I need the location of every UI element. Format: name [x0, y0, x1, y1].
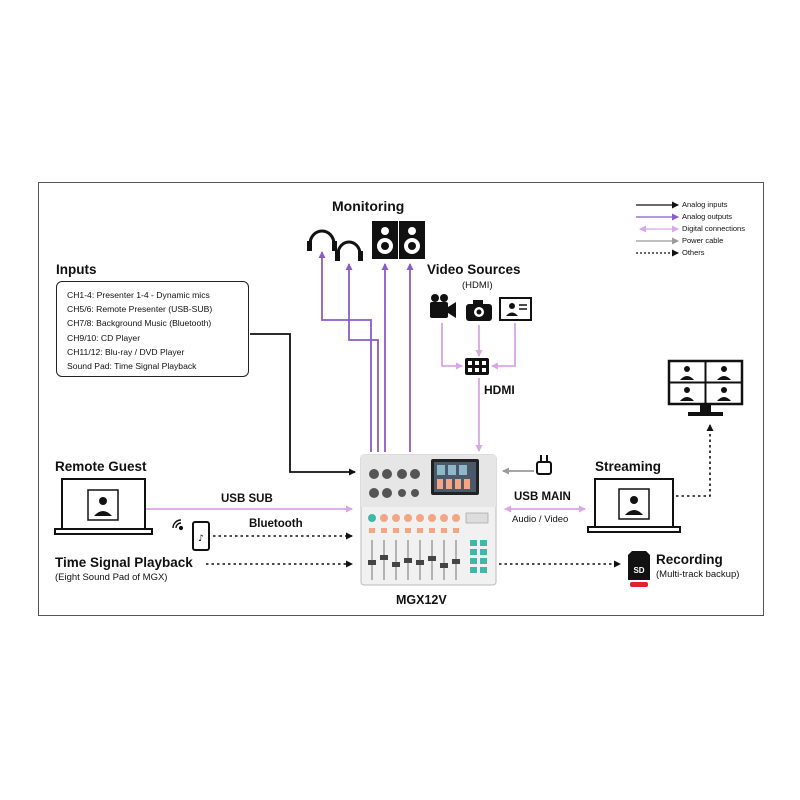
presentation-screen-icon	[499, 297, 532, 321]
legend-power-cable: Power cable	[682, 236, 724, 245]
power-adapter-icon	[536, 455, 552, 475]
analog-output-lines	[318, 251, 414, 452]
monitoring-heading: Monitoring	[332, 198, 405, 214]
sd-card-icon: SD	[628, 551, 650, 587]
speaker-icon	[372, 221, 398, 259]
time-signal-subtitle: (Eight Sound Pad of MGX)	[55, 572, 168, 583]
diagram-frame	[38, 182, 764, 616]
streaming-output-line	[676, 424, 714, 497]
headphones-icon	[307, 229, 337, 251]
laptop-icon	[587, 478, 681, 533]
speaker-icon	[399, 221, 425, 259]
bluetooth-label: Bluetooth	[249, 518, 303, 530]
mixer-label: MGX12V	[396, 593, 447, 607]
sd-card-label: SD	[633, 566, 644, 575]
usb-main-label: USB MAIN	[514, 491, 571, 503]
list-item: CH9/10: CD Player	[67, 332, 141, 343]
recording-heading: Recording	[656, 552, 723, 567]
video-camera-icon	[430, 294, 456, 318]
mixer-knob-row	[368, 512, 489, 524]
list-item: CH5/6: Remote Presenter (USB-SUB)	[67, 304, 213, 315]
video-source-lines	[441, 323, 516, 452]
laptop-icon	[54, 478, 153, 535]
mixer-button-row	[369, 528, 459, 533]
legend-analog-inputs: Analog inputs	[682, 200, 728, 209]
list-item: CH11/12: Blu-ray / DVD Player	[67, 346, 185, 357]
list-item: CH7/8: Background Music (Bluetooth)	[67, 318, 212, 329]
remote-guest-heading: Remote Guest	[55, 459, 147, 474]
mixer-icon	[360, 454, 497, 586]
time-signal-heading: Time Signal Playback	[55, 555, 193, 570]
list-item: Sound Pad: Time Signal Playback	[67, 361, 197, 372]
monitor-multiview-icon	[667, 359, 744, 416]
mixer-sound-pads	[470, 540, 487, 573]
svg-text:♪: ♪	[198, 534, 204, 544]
inputs-heading: Inputs	[56, 262, 97, 277]
legend-digital-connections: Digital connections	[682, 224, 745, 233]
analog-input-line	[250, 333, 356, 476]
streaming-heading: Streaming	[595, 459, 662, 474]
legend-analog-outputs: Analog outputs	[682, 212, 733, 221]
hdmi-switcher-icon	[465, 358, 489, 375]
inputs-box: CH1-4: Presenter 1-4 - Dynamic mics CH5/…	[56, 281, 249, 377]
video-sources-heading: Video Sources	[427, 262, 521, 277]
usb-main-subtitle: Audio / Video	[512, 514, 569, 525]
recording-subtitle: (Multi-track backup)	[656, 569, 740, 580]
headphones-icon	[335, 240, 363, 261]
legend-others: Others	[682, 248, 705, 257]
list-item: CH1-4: Presenter 1-4 - Dynamic mics	[67, 290, 210, 300]
mixer-faders	[368, 540, 460, 580]
legend	[636, 201, 679, 257]
wireless-icon	[172, 519, 184, 531]
smartphone-icon: ♪	[192, 521, 210, 551]
inputs-list: CH1-4: Presenter 1-4 - Dynamic mics CH5/…	[67, 288, 248, 373]
hdmi-label: HDMI	[484, 383, 515, 397]
photo-camera-icon	[466, 300, 492, 321]
video-sources-subtitle: (HDMI)	[462, 280, 493, 291]
usb-sub-label: USB SUB	[221, 493, 273, 505]
